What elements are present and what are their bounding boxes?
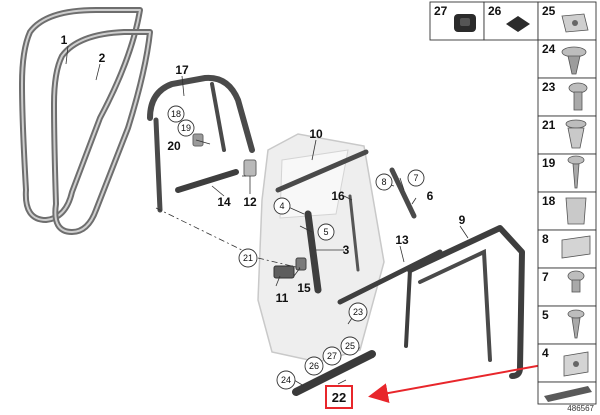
index-side-21: 21: [542, 118, 556, 132]
push-rivet-icon: [561, 46, 587, 75]
circle-label-23: 23: [353, 307, 363, 317]
bracket-15[interactable]: [295, 257, 307, 271]
label-12: 12: [243, 195, 257, 209]
leader-lines: [65, 45, 469, 387]
highlight-callout: [325, 363, 549, 409]
sill-trim-22[interactable]: [292, 350, 376, 396]
index-labels: 27 26 25 24 23 21 19 18 8 7 5 4: [434, 4, 556, 360]
expanding-rivet-icon: [565, 119, 587, 149]
door-seal-outer[interactable]: [19, 7, 143, 223]
circle-label-5: 5: [323, 227, 328, 237]
clip-icon: [565, 197, 587, 225]
circle-label-26: 26: [309, 361, 319, 371]
label-17: 17: [175, 63, 189, 77]
circled-labels: 18 19 4 5 7 8 21 23 25 26 27 24: [167, 105, 425, 390]
index-side-18: 18: [542, 194, 556, 208]
window-channel[interactable]: [275, 149, 369, 193]
round-screw-icon: [568, 82, 588, 111]
label-16: 16: [331, 189, 345, 203]
bracket-clip-icon: [561, 235, 591, 259]
door-panel[interactable]: [257, 133, 385, 363]
label-13: 13: [395, 233, 409, 247]
trim-strip-6[interactable]: [389, 167, 417, 219]
sill-trim-icon: [544, 386, 592, 402]
index-side-19: 19: [542, 156, 556, 170]
flat-pad-icon: [506, 16, 530, 32]
long-screw-icon: [567, 155, 585, 189]
label-22: 22: [332, 390, 346, 405]
index-side-24: 24: [542, 42, 556, 56]
circle-label-8: 8: [381, 177, 386, 187]
bracket-11[interactable]: [273, 265, 295, 279]
window-frame-trim[interactable]: [147, 74, 255, 213]
rear-window-frame[interactable]: [404, 225, 525, 379]
index-side-4: 4: [542, 346, 549, 360]
door-seal-inner[interactable]: [51, 29, 153, 235]
index-top-25: 25: [542, 4, 556, 18]
index-side-23: 23: [542, 80, 556, 94]
index-top-26: 26: [488, 4, 502, 18]
pillar-trim[interactable]: [304, 210, 322, 294]
label-6: 6: [427, 189, 434, 203]
label-1: 1: [61, 33, 68, 47]
part-labels: 1 2 17 10 14 12 16 6 3 9 13 15 11 20 22: [61, 33, 466, 405]
label-11: 11: [276, 291, 289, 305]
dash-dot-lines: [155, 175, 301, 269]
upper-trim[interactable]: [348, 194, 360, 272]
circle-label-19: 19: [181, 123, 191, 133]
belt-trim-strip[interactable]: [175, 169, 239, 193]
circle-label-18: 18: [171, 109, 181, 119]
label-3: 3: [343, 243, 350, 257]
cover-pad-12[interactable]: [243, 159, 257, 177]
reference-number: 486567: [567, 404, 594, 413]
label-14: 14: [217, 195, 231, 209]
square-cap-icon: [454, 14, 476, 32]
circle-label-21: 21: [243, 253, 253, 263]
label-9: 9: [459, 213, 466, 227]
label-20: 20: [167, 139, 181, 153]
index-side-7: 7: [542, 270, 549, 284]
parts-index: [429, 1, 597, 405]
index-side-8: 8: [542, 232, 549, 246]
nut-clip-icon: [561, 13, 589, 33]
short-screw-icon: [567, 270, 585, 293]
tapping-screw-icon: [567, 309, 585, 339]
spring-nut-icon: [563, 351, 589, 377]
circle-label-24: 24: [281, 375, 291, 385]
index-side-5: 5: [542, 308, 549, 322]
circle-label-7: 7: [413, 173, 418, 183]
label-10: 10: [309, 127, 323, 141]
circle-label-25: 25: [345, 341, 355, 351]
circle-label-27: 27: [327, 351, 337, 361]
label-2: 2: [99, 51, 106, 65]
lower-seal-strip[interactable]: [337, 249, 443, 305]
index-top-27: 27: [434, 4, 448, 18]
cover-pad-20[interactable]: [192, 133, 204, 147]
circle-label-4: 4: [279, 201, 284, 211]
label-15: 15: [297, 281, 311, 295]
